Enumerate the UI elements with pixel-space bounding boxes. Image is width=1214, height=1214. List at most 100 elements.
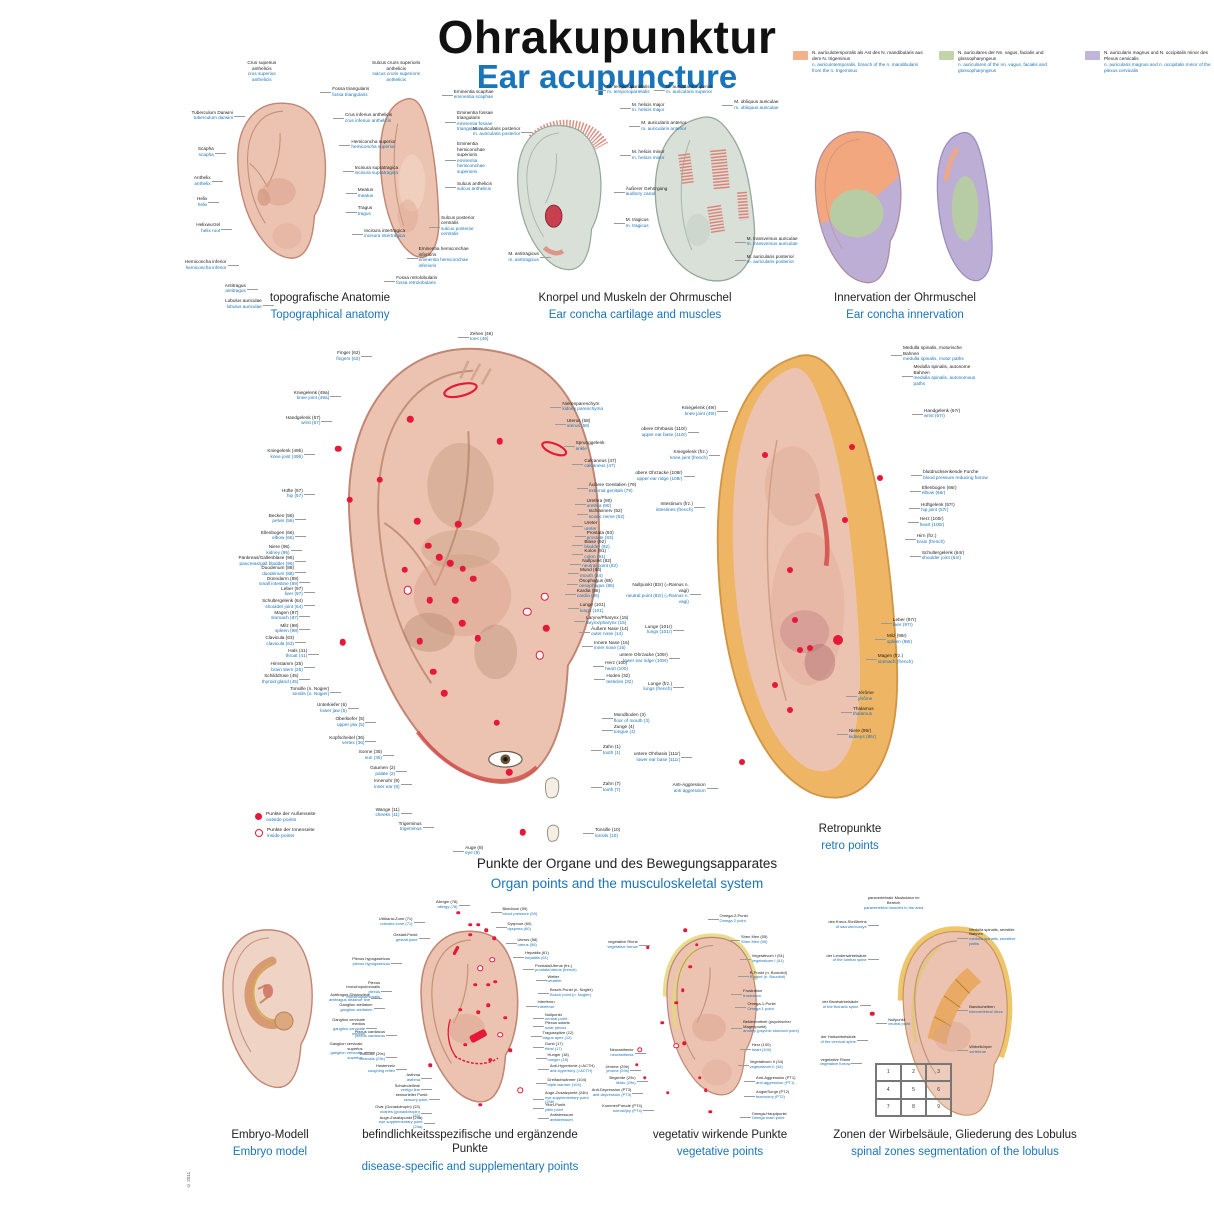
anatomy-label: Sonne (35)sun (35) <box>324 749 394 760</box>
outside-point-marker <box>635 1063 639 1067</box>
outside-point-marker <box>493 719 501 727</box>
anatomy-label: Kniegelenk (frz.)knee joint (french) <box>650 449 720 460</box>
anatomy-label: Schultergelenk (64r)shoulder joint (64r) <box>909 550 980 561</box>
ear-back-illustration <box>379 97 440 258</box>
panel-embryo-model <box>195 900 345 1135</box>
anatomy-label: Handgelenk (67)wrist (67) <box>262 415 333 426</box>
anatomy-label: Äußere Genitalien (79)external genitals … <box>576 482 647 493</box>
outside-point-marker <box>646 945 650 949</box>
poster-title-english: Ear acupuncture <box>476 58 738 95</box>
outside-point-marker <box>508 1048 512 1052</box>
anatomy-label: Vegetativum I (51)vegetativum I (51) <box>739 953 798 963</box>
anatomy-label: obere Ohrzacke (108r)upper ear ridge (10… <box>625 470 695 481</box>
outside-point-marker <box>688 965 692 969</box>
ear-cartilage-front-illustration <box>517 119 609 271</box>
caption-vegetative-points: vegetativ wirkende Punkte vegetative poi… <box>652 1129 788 1159</box>
anatomy-label: Vegetativum II (34)vegetativum II (34) <box>737 1059 796 1069</box>
inside-point-marker <box>535 650 545 660</box>
innervation-legend-entry: N. auriculares der Nn. vagus, facialis u… <box>939 50 1071 74</box>
anatomy-label: Schilddrüse (45)thyroid gland (45) <box>240 673 311 684</box>
panel-innervation <box>793 98 1023 323</box>
inside-point-marker <box>522 607 532 617</box>
anatomy-label: Ösophagus (85)oesophagus (85) <box>567 578 637 589</box>
anatomy-label: Kopfscheitel (36)vertex (36) <box>306 735 377 746</box>
anatomy-label: Prostata/Uterus (frz.)prostate/uterus (f… <box>523 963 581 973</box>
anatomy-label: Auge (8)eye (8) <box>453 845 523 856</box>
anatomy-label: Leber (97)liver (97) <box>245 586 315 597</box>
outside-point-marker <box>503 1016 507 1020</box>
anatomy-label: Äußere Nase (14)outer nose (14) <box>579 626 649 637</box>
embryo-ear-illustration <box>222 929 313 1088</box>
anatomy-label: Bosch-Punkt (n. Nogier)Bosch point (n. N… <box>538 987 596 997</box>
innervation-legend-entry: N. auricularis magnus und N. occipitalis… <box>1085 50 1214 74</box>
caption-organ-points: Punkte der Organe und des Bewegungsappar… <box>476 856 778 891</box>
lobulus-grid-cell: 1 <box>875 1063 901 1081</box>
anatomy-label: Leber (97r)liver (97r) <box>880 617 951 628</box>
lobulus-grid-cell: 4 <box>875 1081 901 1099</box>
outside-point-marker <box>476 1010 480 1014</box>
anatomy-label: Kolon (91)colon (91) <box>572 548 642 559</box>
outside-point-marker <box>488 1058 492 1062</box>
anatomy-label: Anti-Hypertonie (=ACTH)anti-hypertony (=… <box>538 1063 595 1073</box>
outside-point-marker <box>681 988 685 992</box>
anatomy-label: Hoden (32)testicles (32) <box>594 673 664 684</box>
outside-point-marker <box>406 416 414 423</box>
anatomy-label: Hepatitis (61)hepatitis (61) <box>513 951 571 960</box>
anatomy-label: Intestinum (frz.)intestines (french) <box>635 501 705 512</box>
anatomy-label: Zahn (7)tooth (7) <box>590 781 661 792</box>
disease-points-ear-illustration <box>420 930 519 1103</box>
inside-point-icon <box>255 829 263 838</box>
anatomy-label: Kniegelenk (49a)knee joint (49a) <box>271 390 342 401</box>
outside-point-marker <box>473 983 477 987</box>
anatomy-label: Mundboden (3)floor of mouth (3) <box>601 712 672 723</box>
outside-point-marker <box>458 1008 462 1012</box>
innervation-legend: N. auriculotemporalis als Ast des N. man… <box>793 50 1214 74</box>
anatomy-label: Magen (frz.)stomach (french) <box>865 653 936 664</box>
vegetative-points-ear-illustration <box>662 933 758 1096</box>
anatomy-label: Kummer/Freude (PT4)sorrow/joy (PT4) <box>596 1104 655 1113</box>
lobulus-grid-cell: 3 <box>926 1063 952 1081</box>
anatomy-label: R-Punkt (n. Bourdiol)R-point (n. Bourdio… <box>737 970 796 980</box>
anatomy-label: Dreifachwärmer (104)triple warmer (104) <box>535 1077 594 1087</box>
anatomy-label: Zehen (46)toes (46) <box>458 331 528 342</box>
anatomy-label: Tonsille (10)tonsils (10) <box>582 827 653 838</box>
anatomy-label: Ovar (Gonadotropin) (23)ovaries (gonadot… <box>375 1103 432 1119</box>
outside-point-marker <box>666 1091 670 1095</box>
outside-point-marker <box>792 616 799 623</box>
anatomy-label: Clavicula (63)clavicula (63) <box>236 635 306 646</box>
outside-point-marker <box>416 637 424 645</box>
outside-point-marker <box>643 1076 647 1080</box>
caption-topographical-anatomy: topografische Anatomie Topographical ana… <box>269 292 391 322</box>
outside-point-marker <box>469 575 477 583</box>
